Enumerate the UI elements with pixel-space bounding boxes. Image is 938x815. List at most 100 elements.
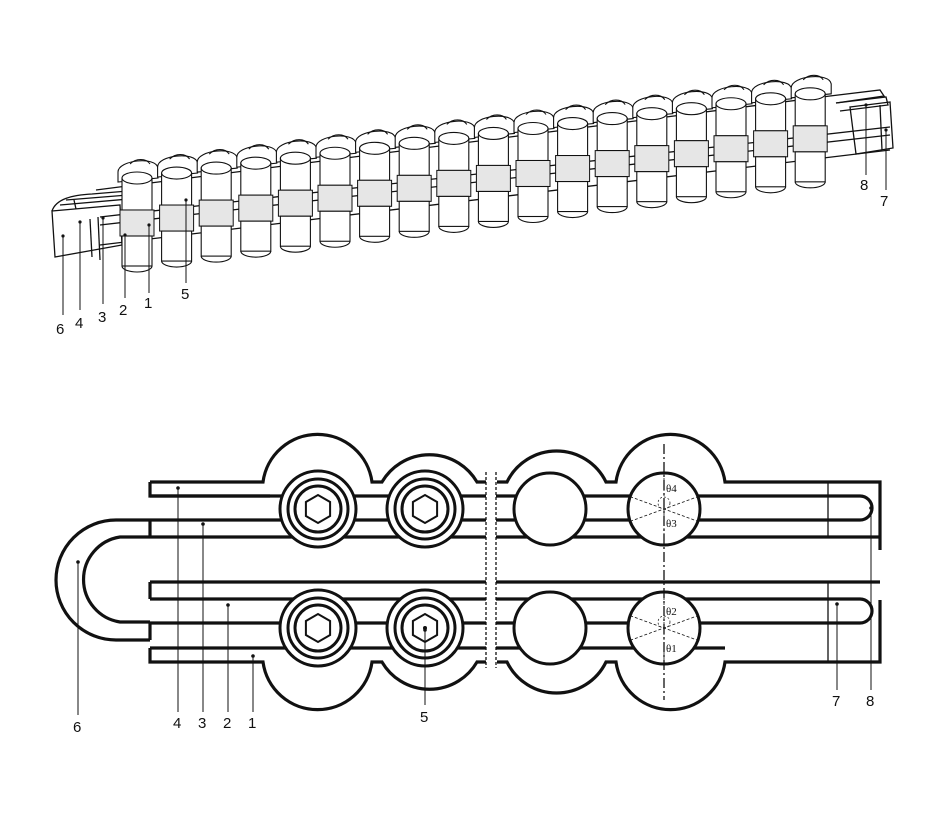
sleeve-bottom [280,246,310,252]
band-segment [318,185,352,211]
sleeve-top [637,108,667,120]
hex-socket [413,495,437,523]
sleeve-bottom [597,207,627,213]
roller-unit [435,120,475,232]
band-segment [278,190,312,216]
lower-sleeve [676,167,706,197]
section-label-7: 7 [832,694,840,709]
roller-unit [316,135,356,248]
iso-label-8: 8 [860,178,868,193]
band-segment [199,200,233,226]
isometric-view [52,75,893,272]
roller-unit [791,75,831,188]
lower-sleeve [162,231,192,261]
roller-unit [356,130,396,243]
band-segment [397,175,431,201]
band-segment [239,195,273,221]
sleeve-top [756,93,786,105]
angle-theta2: θ2 [666,606,677,618]
sleeve-top [478,127,508,139]
break-lines [486,470,496,670]
roller-unit [672,90,712,203]
right-u-straps [725,482,880,662]
sleeve-bottom [756,187,786,193]
band-segment [714,136,748,162]
sleeve-top [597,113,627,125]
roller-unit [474,115,514,227]
lower-sleeve [241,221,271,251]
lower-sleeve [360,206,390,236]
band-segment [160,205,194,231]
roller-unit [395,125,435,238]
sleeve-bottom [201,256,231,262]
section-view [56,434,880,709]
sleeve-bottom [518,217,548,223]
lower-sleeve [716,162,746,192]
roller-unit [633,95,673,207]
lower-sleeve [201,226,231,256]
roller-unit [237,145,277,257]
section-label-8: 8 [866,694,874,709]
lower-sleeve [399,201,429,231]
lower-sleeve [756,157,786,187]
band-segment [595,151,629,177]
roller-unit [514,110,554,223]
angle-theta4: θ4 [666,483,677,495]
sleeve-bottom [637,202,667,208]
section-label-3: 3 [198,716,206,731]
sleeve-top [399,137,429,149]
angle-theta1: θ1 [666,643,677,655]
hex-pin [387,471,463,547]
hex-socket [306,614,330,642]
lower-sleeve [320,211,350,241]
sleeve-top [676,103,706,115]
lower-sleeve [558,182,588,212]
sleeve-bottom [558,212,588,218]
hex-pin [280,590,356,666]
lower-sleeve [122,236,152,266]
lower-sleeve [478,191,508,221]
sleeve-top [439,132,469,144]
sleeve-top [795,88,825,100]
sleeve-bottom [399,231,429,237]
band-segment [476,165,510,191]
sleeve-top [241,157,271,169]
section-label-5: 5 [420,710,428,725]
sleeve-top [280,152,310,164]
roller-unit [593,100,633,213]
sleeve-top [716,98,746,110]
lower-sleeve [795,152,825,182]
band-segment [754,131,788,157]
iso-label-5: 5 [181,287,189,302]
roller-unit [158,155,198,267]
sleeve-bottom [716,192,746,198]
roller-unit [712,85,752,198]
iso-label-3: 3 [98,310,106,325]
sleeve-top [122,172,152,184]
hex-socket [306,495,330,523]
roller-unit [752,80,792,193]
section-label-2: 2 [223,716,231,731]
band-segment [437,170,471,196]
sleeve-bottom [795,182,825,188]
right-end-bands [830,90,893,154]
roller-unit [118,160,158,273]
band-segment [793,126,827,152]
lower-sleeve [518,187,548,217]
roller-unit [197,150,237,263]
plain-pin [514,592,586,664]
roller-unit [554,105,594,218]
section-label-1: 1 [248,716,256,731]
hex-pin [280,471,356,547]
sleeve-bottom [320,241,350,247]
section-label-6: 6 [73,720,81,735]
band-segment [556,156,590,182]
sleeve-bottom [122,266,152,272]
sleeve-top [162,167,192,179]
section-label-4: 4 [173,716,181,731]
lower-sleeve [439,196,469,226]
sleeve-top [320,147,350,159]
plain-pin [514,473,586,545]
sleeve-bottom [439,226,469,232]
